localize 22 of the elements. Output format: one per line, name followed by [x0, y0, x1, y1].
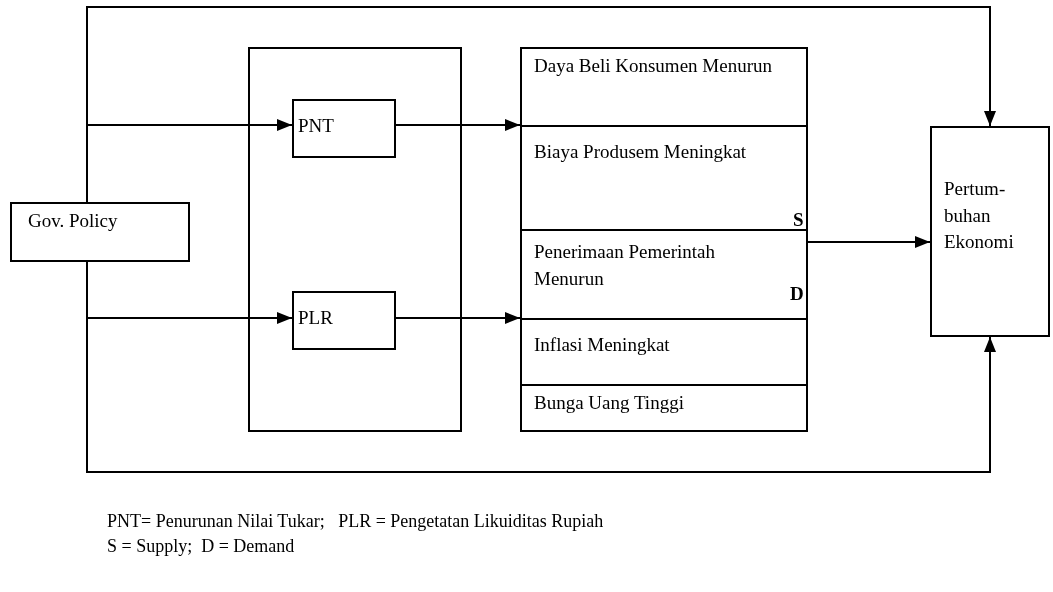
arrow [395, 312, 521, 324]
legend-note: PNT= Penurunan Nilai Tukar; PLR = Pengetatan Likuiditas Rupiah [107, 510, 604, 533]
process-box [292, 99, 396, 158]
process-box [10, 202, 190, 262]
node-text: Gov. Policy [28, 209, 119, 233]
node-text: Penerimaan Pemerintah Menurun [534, 240, 716, 291]
stacked-box [520, 47, 808, 432]
process-box [292, 291, 396, 350]
node-text: Daya Beli Konsumen Menurun [534, 54, 773, 78]
node-text: PNT [298, 114, 335, 138]
arrow [395, 119, 521, 131]
node-text: Biaya Produsem Meningkat [534, 140, 748, 164]
side-label: D [790, 282, 804, 306]
node-text: Pertum- buhan Ekonomi [944, 177, 1015, 255]
group-box [248, 47, 462, 432]
node-text: PLR [298, 306, 334, 330]
node-text: Inflasi Meningkat [534, 333, 671, 357]
node-text: Bunga Uang Tinggi [534, 391, 685, 415]
process-box [930, 126, 1050, 337]
legend-note: S = Supply; D = Demand [107, 535, 295, 558]
arrow [807, 236, 931, 248]
side-label: S [793, 208, 804, 232]
